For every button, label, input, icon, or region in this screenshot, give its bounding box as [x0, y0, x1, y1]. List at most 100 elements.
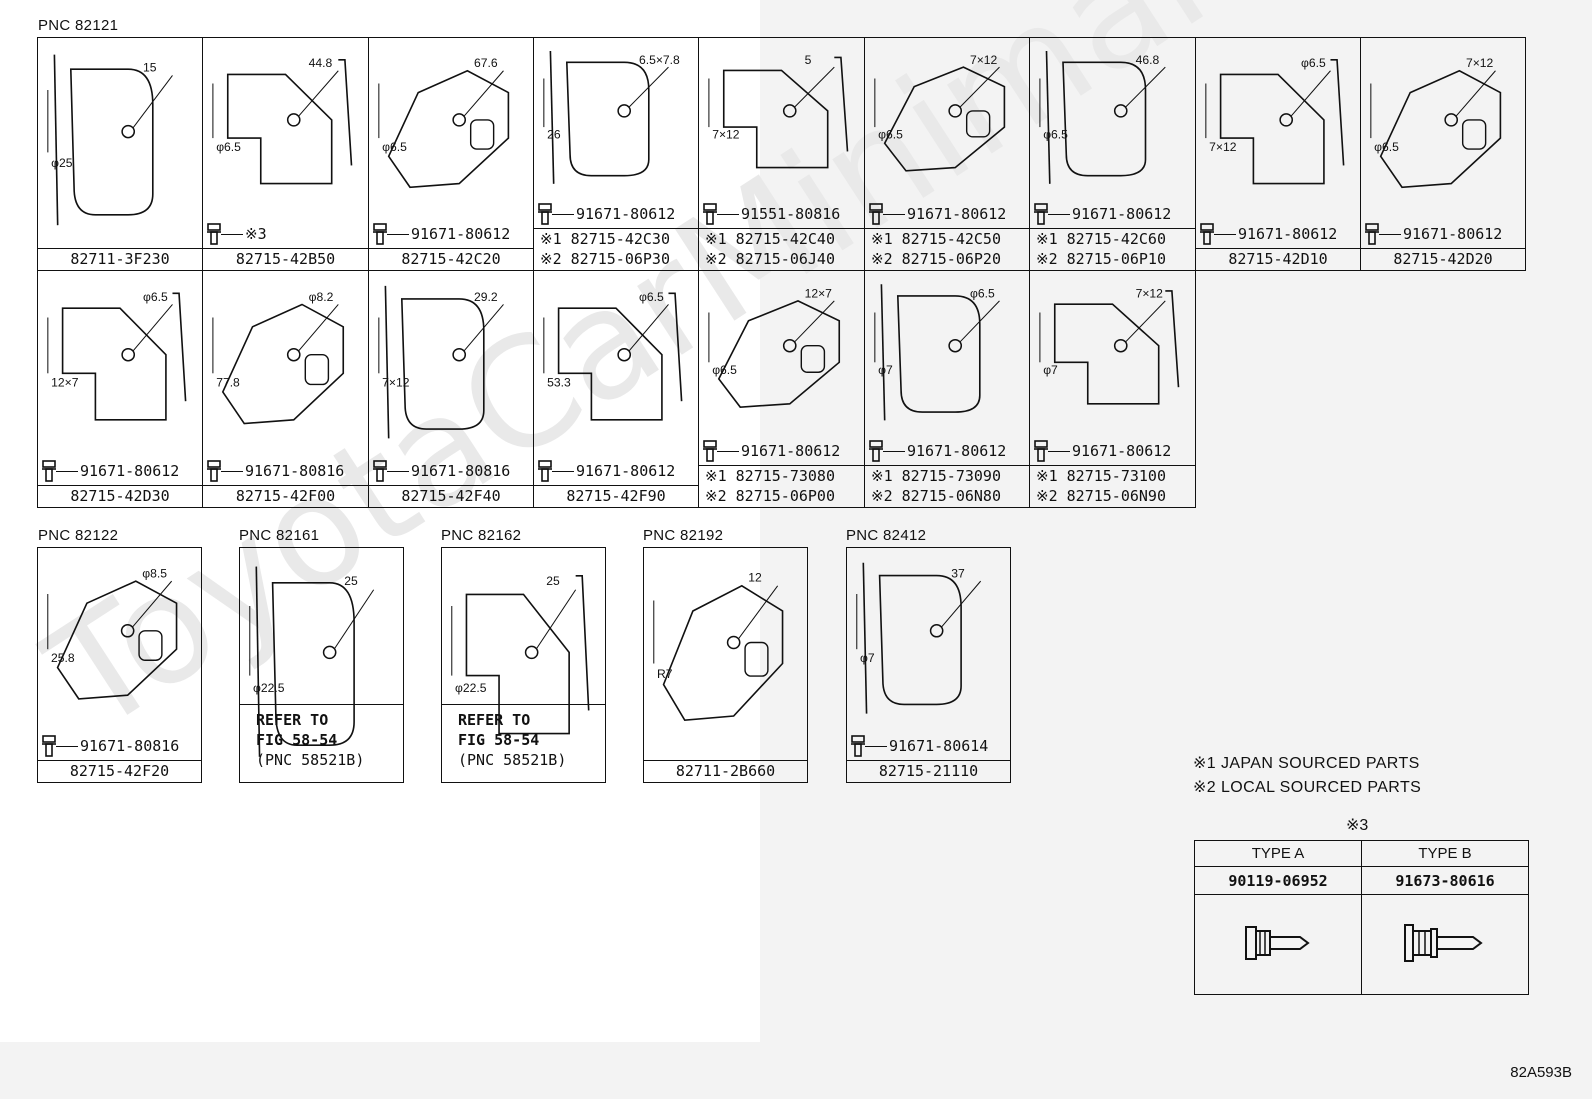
part-cell-row2-7: 7×12 φ7 91671-80612 ※1 82715-73100※2 82715-… [1029, 270, 1196, 508]
refer-divider [442, 704, 605, 705]
part-number-box: 82711-2B660 [644, 760, 807, 782]
bolt-icon [42, 735, 56, 757]
part-illustration: 57×12 [708, 53, 849, 169]
svg-text:12: 12 [748, 571, 762, 585]
svg-text:29.2: 29.2 [474, 290, 498, 304]
pnc-label-82162: PNC 82162 [441, 527, 522, 544]
bolt-callout: 91671-80612 [703, 440, 840, 462]
svg-text:R7: R7 [657, 667, 673, 681]
bolt-icon [851, 735, 865, 757]
bolt-part-number: 91671-80612 [1072, 442, 1172, 460]
bolt-callout: 91671-80612 [1034, 440, 1171, 462]
part-number: ※1 82715-73090 [871, 467, 1001, 485]
svg-text:12×7: 12×7 [805, 287, 833, 301]
part-illustration: 12×7 φ6.5 [708, 287, 841, 408]
drawing-code: 82A593B [1510, 1064, 1572, 1081]
svg-text:6.5×7.8: 6.5×7.8 [639, 53, 680, 67]
refer-line: (PNC 58521B) [256, 751, 365, 769]
bolt-callout: 91671-80612 [869, 203, 1006, 225]
bolt-type-table: TYPE A TYPE B 90119-06952 91673-80616 [1194, 840, 1529, 995]
part-number-box: 82715-42C20 [369, 248, 533, 270]
bolt-icon [1200, 223, 1214, 245]
part-number-box: ※1 82715-42C40※2 82715-06J40 [699, 228, 864, 270]
bolt-part-number: 91671-80612 [576, 205, 676, 223]
part-number-box: ※1 82715-42C30※2 82715-06P30 [534, 228, 698, 270]
bolt-callout: 91671-80612 [869, 440, 1006, 462]
svg-text:53.3: 53.3 [547, 375, 571, 389]
part-number-box: 82715-42D10 [1196, 248, 1360, 270]
svg-text:φ7: φ7 [1043, 363, 1058, 377]
part-number: 82715-21110 [878, 762, 979, 780]
part-number: ※2 82715-06P10 [1036, 250, 1166, 268]
part-number-box: ※1 82715-73080※2 82715-06P00 [699, 465, 864, 507]
part-number-box: 82715-42F20 [38, 760, 201, 782]
bolt-icon [538, 203, 552, 225]
svg-text:φ22.5: φ22.5 [455, 681, 487, 695]
bolt-callout: 91671-80816 [373, 460, 510, 482]
part-number-box: ※1 82715-73100※2 82715-06N90 [1030, 465, 1195, 507]
part-illustration: φ6.553.3 [543, 290, 683, 421]
part-number: ※1 82715-73100 [1036, 467, 1166, 485]
bolt-callout: 91671-80612 [538, 203, 675, 225]
bolt-callout: 91551-80816 [703, 203, 840, 225]
bolt-part-number: 91671-80612 [80, 462, 180, 480]
bolt-callout: 91671-80816 [42, 735, 179, 757]
type-b-header: TYPE B [1361, 840, 1529, 867]
part-illustration: φ8.525.8 [47, 567, 178, 700]
part-number: 82715-42F40 [401, 487, 501, 505]
part-number: ※2 82715-06P00 [705, 487, 835, 505]
svg-text:7×12: 7×12 [1136, 287, 1164, 301]
pnc-label-82122: PNC 82122 [38, 527, 119, 544]
washer-bolt-icon [1404, 923, 1483, 962]
type-a-part-number: 90119-06952 [1194, 866, 1362, 895]
bolt-icon [207, 460, 221, 482]
part-number: 82715-42F00 [235, 487, 336, 505]
part-illustration: 29.2 7×12 [378, 285, 504, 439]
part-number: 82715-42F90 [566, 487, 666, 505]
svg-text:12×7: 12×7 [51, 375, 79, 389]
bolt-icon [703, 440, 717, 462]
svg-text:7×12: 7×12 [712, 128, 740, 142]
part-drawing: 12×7 φ6.5 [699, 271, 864, 437]
svg-text:φ6.5: φ6.5 [712, 363, 737, 377]
bolt-part-number: 91671-80816 [411, 462, 511, 480]
legend-japan-sourced: ※1 JAPAN SOURCED PARTS [1193, 755, 1420, 772]
bolt-icon [1034, 203, 1048, 225]
bolt-part-number: 91671-80614 [889, 737, 989, 755]
bolt-part-number: 91671-80612 [1072, 205, 1172, 223]
type-b-part-number: 91673-80616 [1361, 866, 1529, 895]
bolt-part-number: 91671-80816 [80, 737, 180, 755]
part-number: ※2 82715-06P30 [540, 250, 670, 268]
flange-bolt-icon [1245, 925, 1310, 960]
bolt-callout: 91671-80612 [1365, 223, 1502, 245]
svg-text:7×12: 7×12 [1209, 140, 1237, 154]
type-b-bolt-illustration [1361, 894, 1529, 995]
refer-line: FIG 58-54 [458, 731, 540, 749]
bolt-icon [703, 203, 717, 225]
refer-line: (PNC 58521B) [458, 751, 567, 769]
legend-local-sourced: ※2 LOCAL SOURCED PARTS [1193, 779, 1422, 796]
svg-text:44.8: 44.8 [309, 56, 333, 70]
bolt-callout: 91671-80612 [373, 223, 510, 245]
part-illustration: φ6.5φ7 [874, 284, 1000, 421]
refer-line: REFER TO [256, 711, 329, 729]
part-cell-row2-5: 12×7 φ6.5 91671-80612 ※1 82715-73080※2 8271… [698, 270, 865, 508]
svg-text:7×12: 7×12 [382, 375, 410, 389]
part-number-box: 82715-42D30 [38, 485, 202, 507]
part-illustration: 44.8φ6.5 [212, 56, 353, 185]
bolt-icon [373, 223, 387, 245]
